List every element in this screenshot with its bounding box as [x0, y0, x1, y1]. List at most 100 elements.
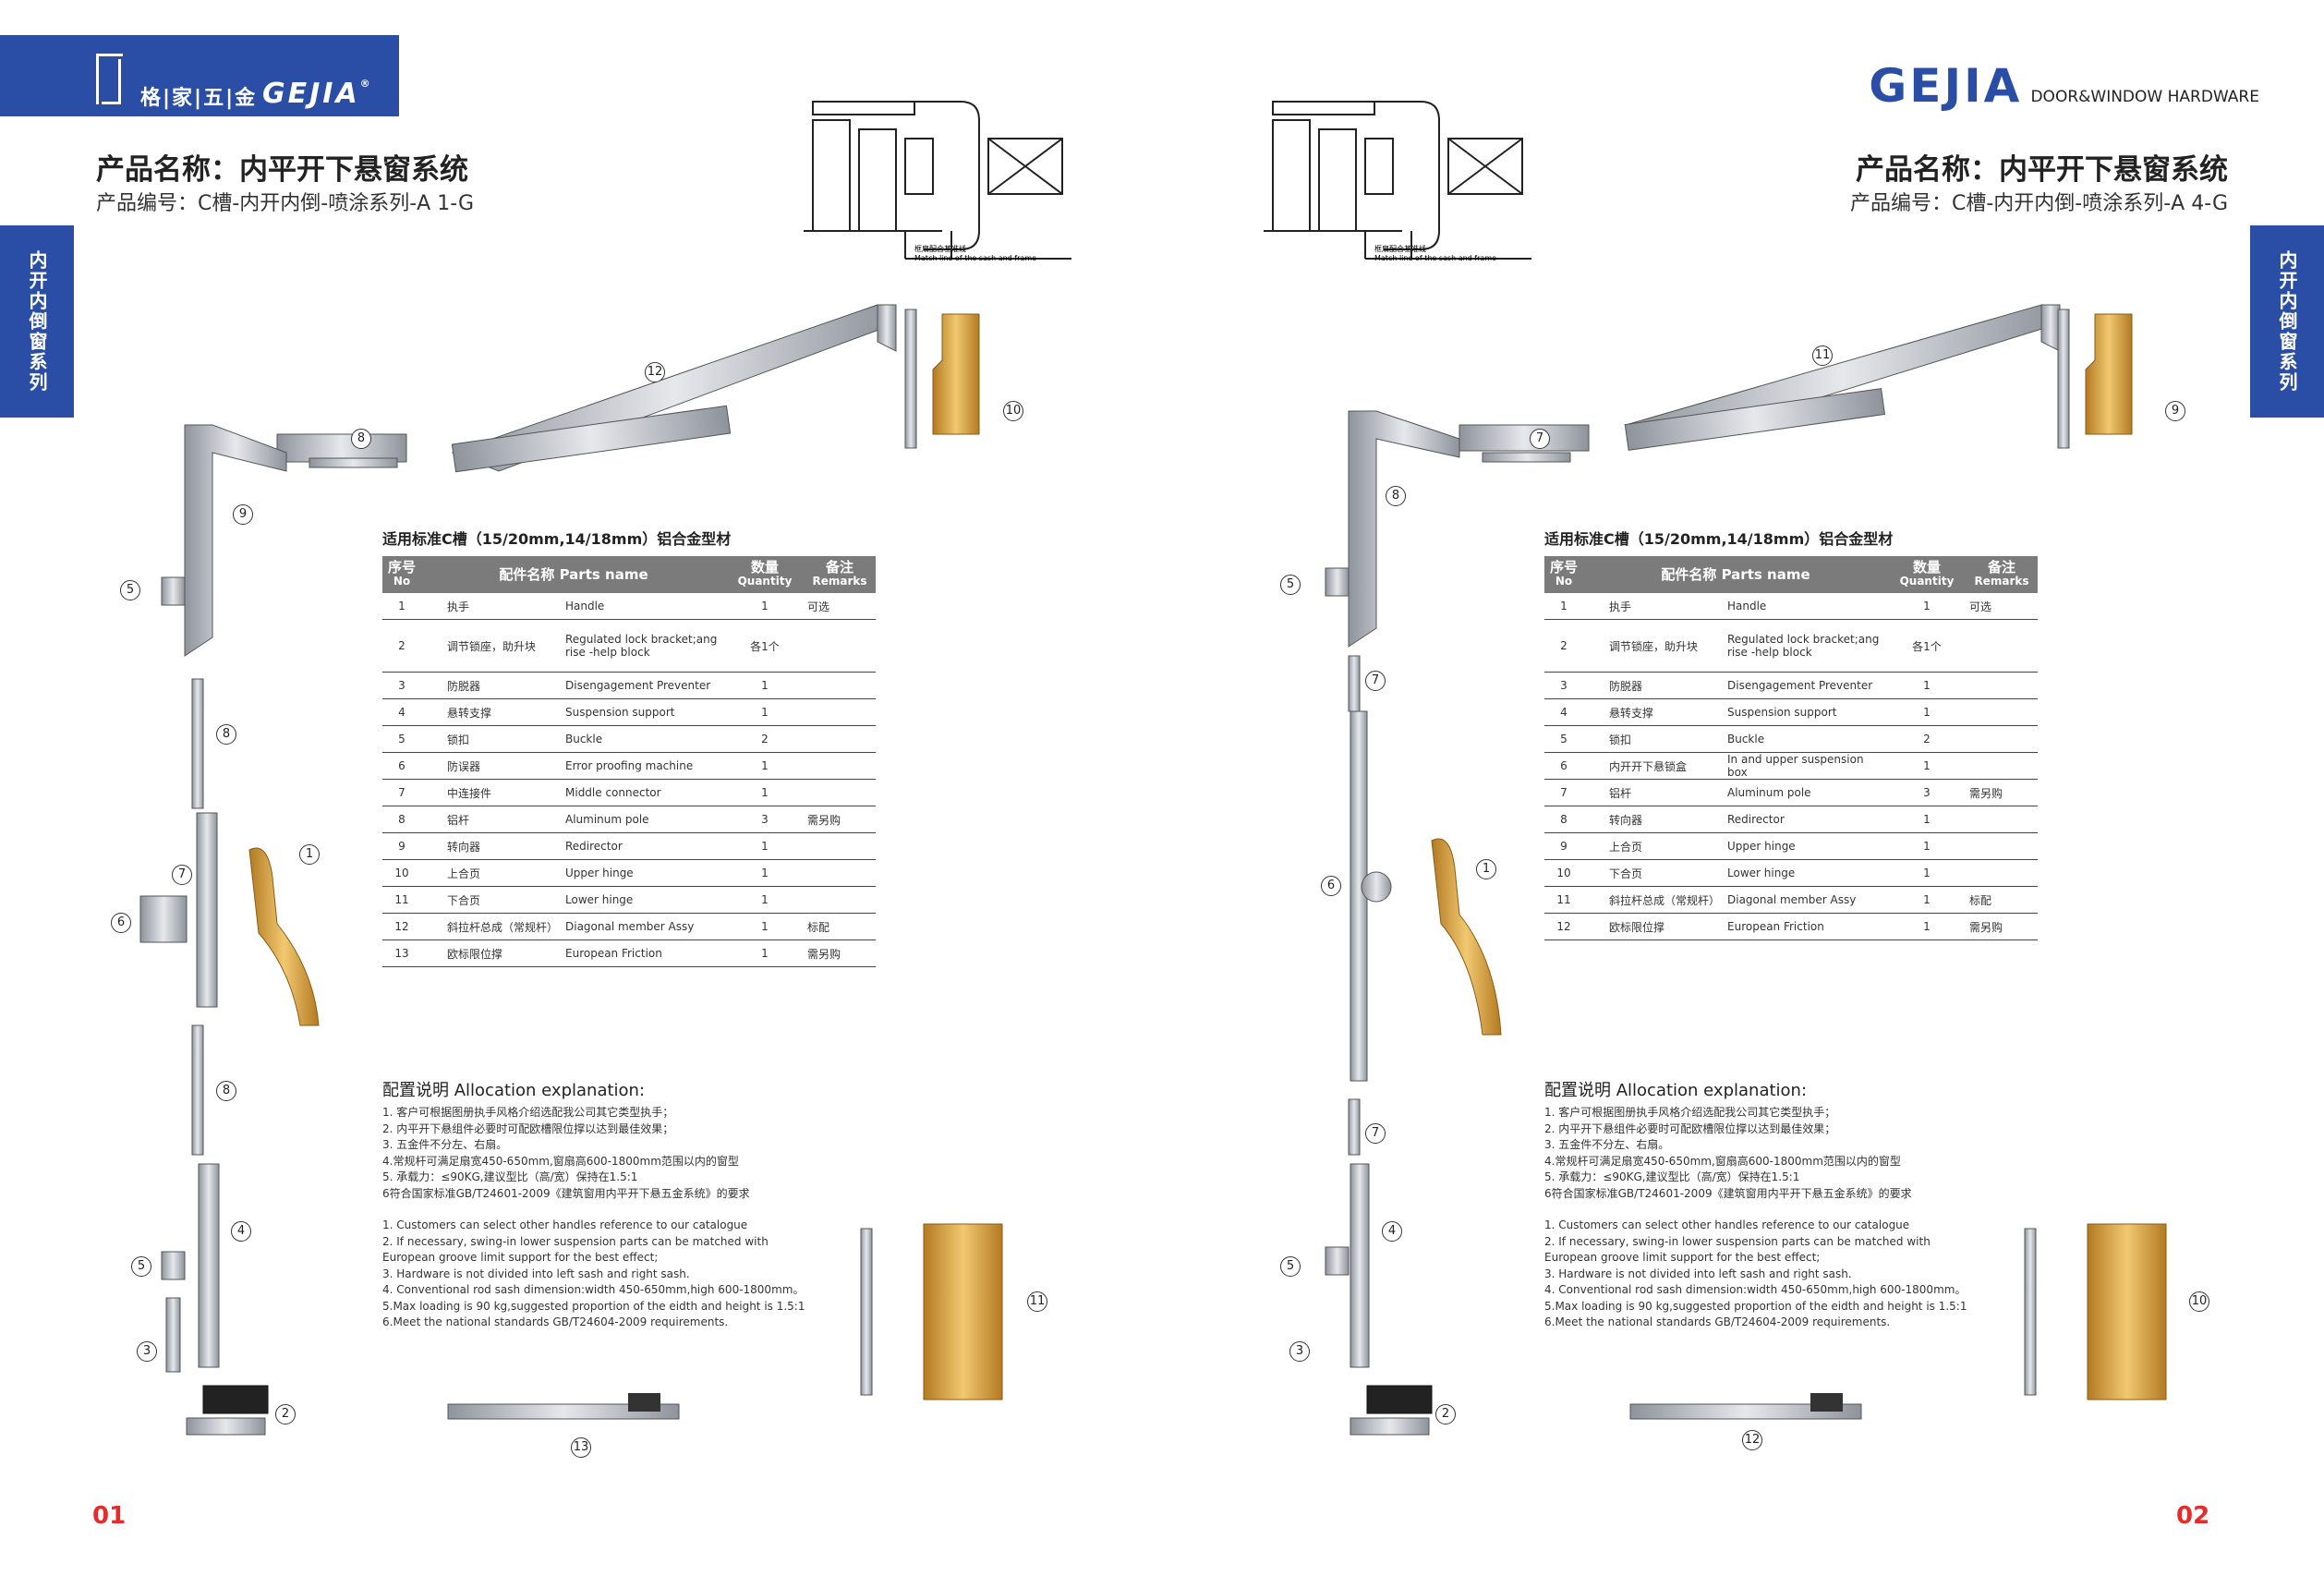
logo-chinese-text: 格|家|五|金	[140, 87, 258, 110]
product-code-right: 产品编号：C槽-内开内倒-喷涂系列-A 4-G	[1849, 192, 2228, 215]
callout-5a-right: 5	[1280, 575, 1301, 595]
callout-4-right: 4	[1382, 1221, 1402, 1242]
side-tab-right: 内开内倒窗系列	[2250, 225, 2324, 418]
callout-8a-left: 8	[351, 429, 371, 449]
callout-9-right: 9	[2165, 401, 2185, 421]
allocation-title-left: 配置说明 Allocation explanation:	[382, 1081, 646, 1100]
callout-2-left: 2	[275, 1404, 296, 1424]
brand-name: GEJIA	[1869, 59, 2023, 113]
callout-11-right: 11	[1812, 345, 1833, 366]
callout-12-left: 12	[645, 362, 665, 382]
callout-5a-left: 5	[120, 580, 140, 600]
drawing-label-cn: 框扇配合基准线	[914, 244, 966, 253]
drawing-label-cn: 框扇配合基准线	[1374, 244, 1426, 253]
product-code-left: 产品编号：C槽-内开内倒-喷涂系列-A 1-G	[96, 192, 475, 215]
callout-4-left: 4	[231, 1221, 251, 1242]
callout-5b-left: 5	[131, 1256, 151, 1277]
callout-6-left: 6	[111, 913, 131, 933]
standard-title-left: 适用标准C槽（15/20mm,14/18mm）铝合金型材	[382, 530, 732, 548]
callout-8b-left: 8	[216, 724, 236, 745]
callout-7c-right: 7	[1365, 1123, 1386, 1144]
logo-g-icon-inner	[102, 59, 121, 104]
hardware-illustration-left	[139, 304, 1003, 1436]
callout-1-right: 1	[1476, 859, 1496, 879]
page-number-left: 01	[92, 1502, 127, 1530]
logo-english-text: GEJIA®	[262, 78, 373, 110]
page-title-right: 产品名称：内平开下悬窗系统	[1856, 153, 2228, 187]
drawing-label-en: Match line of the sash and frame	[914, 254, 1036, 262]
callout-1-left: 1	[299, 844, 320, 865]
callout-8-right: 8	[1386, 486, 1406, 506]
callout-3-left: 3	[137, 1341, 157, 1362]
allocation-cn-right: 1. 客户可根据图册执手风格介绍选配我公司其它类型执手；2. 内平开下悬组件必要…	[1544, 1106, 1912, 1200]
brand-subtitle: DOOR&WINDOW HARDWARE	[2030, 88, 2259, 106]
callout-10-right: 10	[2189, 1291, 2209, 1312]
allocation-title-right: 配置说明 Allocation explanation:	[1544, 1081, 1808, 1100]
profile-section-drawing-right: 框扇配合基准线 Match line of the sash and frame	[1264, 101, 1531, 262]
callout-7b-right: 7	[1365, 671, 1386, 691]
callout-13-left: 13	[571, 1437, 591, 1458]
logo-g-icon	[96, 54, 123, 104]
callout-2-right: 2	[1435, 1404, 1456, 1424]
callout-5b-right: 5	[1280, 1256, 1301, 1277]
callout-6-right: 6	[1321, 876, 1341, 896]
allocation-en-right: 1. Customers can select other handles re…	[1544, 1218, 1967, 1328]
callout-11-left: 11	[1027, 1291, 1047, 1312]
callout-12-right: 12	[1742, 1430, 1762, 1450]
callout-8c-left: 8	[216, 1081, 236, 1101]
page-title-left: 产品名称：内平开下悬窗系统	[96, 153, 468, 187]
allocation-cn-left: 1. 客户可根据图册执手风格介绍选配我公司其它类型执手；2. 内平开下悬组件必要…	[382, 1106, 750, 1200]
page-number-right: 02	[2176, 1502, 2210, 1530]
drawing-label-en: Match line of the sash and frame	[1374, 254, 1496, 262]
callout-10-left: 10	[1003, 401, 1023, 421]
hardware-illustration-right	[1325, 304, 2167, 1436]
callout-7-left: 7	[172, 865, 192, 885]
callout-3-right: 3	[1289, 1341, 1310, 1362]
profile-section-drawing-left: 框扇配合基准线 Match line of the sash and frame	[804, 101, 1071, 262]
header-name: 配件名称 Parts name	[1583, 556, 1888, 593]
logo-banner	[0, 35, 399, 116]
standard-title-right: 适用标准C槽（15/20mm,14/18mm）铝合金型材	[1544, 530, 1894, 548]
brand-header-right: GEJIA DOOR&WINDOW HARDWARE	[1869, 59, 2259, 113]
side-tab-left: 内开内倒窗系列	[0, 225, 74, 418]
allocation-en-left: 1. Customers can select other handles re…	[382, 1218, 805, 1328]
header-name: 配件名称 Parts name	[421, 556, 726, 593]
callout-9-left: 9	[233, 504, 253, 525]
callout-7a-right: 7	[1530, 429, 1550, 449]
